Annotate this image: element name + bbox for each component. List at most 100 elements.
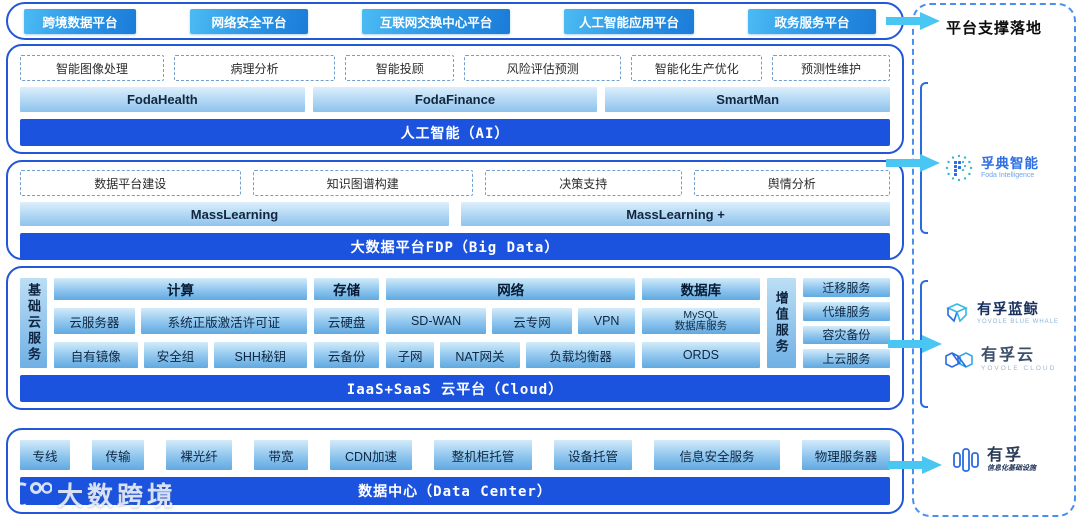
brand-name: 有孚 [987, 447, 1024, 464]
cloud-storage-column: 存储 云硬盘 云备份 [313, 278, 380, 368]
database-header: 数据库 [642, 278, 760, 300]
ai-scenario: 智能化生产优化 [631, 55, 763, 81]
brand-youfu-bluewhale: 有孚蓝鲸 YOVOLE BLUE WHALE [944, 302, 1070, 326]
datacenter-layer-bar: 数据中心（Data Center） [20, 477, 890, 505]
support-panel: 平台支撑落地 孚典智能 Foda Intelligence [912, 3, 1076, 517]
dc-item: 信息安全服务 [654, 440, 780, 470]
platform-badge-internet-exchange: 互联网交换中心平台 [362, 8, 510, 34]
dc-item: 设备托管 [554, 440, 632, 470]
dc-item: 裸光纤 [166, 440, 232, 470]
dc-item: 整机柜托管 [434, 440, 532, 470]
foda-intelligence-icon [945, 154, 973, 182]
flow-arrow-datacenter [888, 455, 944, 475]
cloud-service: 自有镜像 [54, 342, 138, 368]
flow-arrow-ai-bigdata [886, 153, 942, 173]
dc-item: 专线 [20, 440, 70, 470]
dc-item: 物理服务器 [802, 440, 890, 470]
platform-badge-gov-service: 政务服务平台 [748, 8, 876, 34]
bluewhale-icon [946, 303, 968, 323]
cloud-side-label: 基础云服务 [20, 278, 47, 368]
value-service: 迁移服务 [802, 278, 890, 297]
brand-foda-intelligence: 孚典智能 Foda Intelligence [944, 153, 1070, 183]
bigdata-products-row: MassLearning MassLearning + [20, 202, 890, 226]
value-services-label: 增值服务 [766, 278, 796, 368]
cloud-service: SD-WAN [386, 308, 486, 334]
brand-name: 孚典智能 [981, 156, 1039, 172]
product-masslearning-plus: MassLearning + [461, 202, 890, 226]
cloud-service: 系统正版激活许可证 [140, 308, 307, 334]
brand-name: 有孚云 [981, 347, 1036, 364]
top-platforms-frame: 跨境数据平台 网络安全平台 互联网交换中心平台 人工智能应用平台 政务服务平台 [6, 2, 904, 40]
ai-layer-frame: 智能图像处理 病理分析 智能投顾 风险评估预测 智能化生产优化 预测性维护 Fo… [6, 44, 904, 154]
product-masslearning: MassLearning [20, 202, 449, 226]
youfu-cloud-icon [945, 352, 973, 368]
mysql-line1: MySQL [683, 309, 719, 321]
ai-scenario: 风险评估预测 [464, 55, 622, 81]
product-fodafinance: FodaFinance [312, 87, 598, 112]
ai-scenario: 病理分析 [173, 55, 336, 81]
value-service: 上云服务 [802, 349, 890, 368]
brand-name: 有孚蓝鲸 [977, 302, 1039, 319]
cloud-service: VPN [578, 308, 635, 334]
bigdata-scenario: 舆情分析 [693, 170, 890, 196]
cloud-service: ORDS [642, 342, 760, 368]
dc-item: 带宽 [254, 440, 308, 470]
brand-subtitle: 信息化基础设施 [987, 465, 1036, 473]
platform-badge-cross-border-data: 跨境数据平台 [24, 8, 136, 34]
brand-youfu-cloud: 有孚云 YOVOLE CLOUD [944, 347, 1070, 373]
cloud-service: 负载均衡器 [526, 342, 636, 368]
cloud-grid: 基础云服务 计算 云服务器 系统正版激活许可证 自有镜像 安全组 SHH秘钥 存… [20, 278, 890, 368]
ai-scenario: 智能图像处理 [20, 55, 164, 81]
platform-badge-ai-application: 人工智能应用平台 [564, 8, 694, 34]
cloud-service: 子网 [386, 342, 434, 368]
datacenter-items-row: 专线 传输 裸光纤 带宽 CDN加速 整机柜托管 设备托管 信息安全服务 物理服… [20, 440, 890, 470]
watermark-text: 大数跨境 [57, 481, 178, 511]
value-services-column: 迁移服务 代维服务 容灾备份 上云服务 [802, 278, 890, 368]
product-smartman: SmartMan [605, 87, 891, 112]
support-panel-title: 平台支撑落地 [945, 20, 1042, 37]
flow-arrow-top [886, 11, 942, 31]
compute-header: 计算 [54, 278, 307, 300]
datacenter-layer-frame: 专线 传输 裸光纤 带宽 CDN加速 整机柜托管 设备托管 信息安全服务 物理服… [6, 428, 904, 514]
ai-layer-bar: 人工智能（AI） [20, 119, 890, 146]
cloud-service: 云备份 [313, 342, 380, 368]
platform-badge-network-security: 网络安全平台 [190, 8, 308, 34]
bigdata-scenarios-row: 数据平台建设 知识图谱构建 决策支持 舆情分析 [20, 170, 890, 196]
watermark-logo-icon [12, 481, 52, 507]
cloud-service: 云硬盘 [313, 308, 380, 334]
cloud-service: 安全组 [143, 342, 208, 368]
youfu-bars-icon [953, 448, 979, 473]
brand-subtitle: YOVOLE BLUE WHALE [977, 318, 1060, 325]
cloud-service: 云专网 [491, 308, 573, 334]
bigdata-layer-frame: 数据平台建设 知识图谱构建 决策支持 舆情分析 MassLearning Mas… [6, 160, 904, 260]
cloud-network-column: 网络 SD-WAN 云专网 VPN 子网 NAT网关 负载均衡器 [386, 278, 636, 368]
ai-products-row: FodaHealth FodaFinance SmartMan [20, 87, 891, 112]
cloud-service: SHH秘钥 [213, 342, 307, 368]
cloud-layer-bar: IaaS+SaaS 云平台（Cloud） [20, 375, 890, 402]
cloud-database-column: 数据库 MySQL 数据库服务 ORDS [642, 278, 760, 368]
ai-scenario: 智能投顾 [345, 55, 455, 81]
cloud-service-mysql: MySQL 数据库服务 [642, 308, 760, 334]
bigdata-scenario: 决策支持 [485, 170, 682, 196]
network-header: 网络 [386, 278, 635, 300]
brand-youfu: 有孚 信息化基础设施 [952, 447, 1070, 473]
cloud-service: 云服务器 [54, 308, 135, 334]
watermark: 大数跨境 [12, 476, 177, 513]
ai-scenario: 预测性维护 [772, 55, 890, 81]
cloud-service: NAT网关 [439, 342, 521, 368]
dc-item: CDN加速 [330, 440, 412, 470]
bigdata-layer-bar: 大数据平台FDP（Big Data） [20, 233, 890, 260]
flow-arrow-cloud [888, 334, 944, 354]
mysql-line2: 数据库服务 [674, 320, 728, 332]
brand-subtitle: YOVOLE CLOUD [981, 365, 1057, 373]
dc-item: 传输 [92, 440, 144, 470]
ai-scenarios-row: 智能图像处理 病理分析 智能投顾 风险评估预测 智能化生产优化 预测性维护 [20, 55, 890, 81]
storage-header: 存储 [313, 278, 380, 300]
bigdata-scenario: 知识图谱构建 [252, 170, 473, 196]
product-fodahealth: FodaHealth [20, 87, 305, 112]
brand-subtitle: Foda Intelligence [981, 171, 1035, 179]
bigdata-scenario: 数据平台建设 [20, 170, 241, 196]
cloud-compute-column: 计算 云服务器 系统正版激活许可证 自有镜像 安全组 SHH秘钥 [54, 278, 307, 368]
value-service: 容灾备份 [802, 325, 890, 345]
